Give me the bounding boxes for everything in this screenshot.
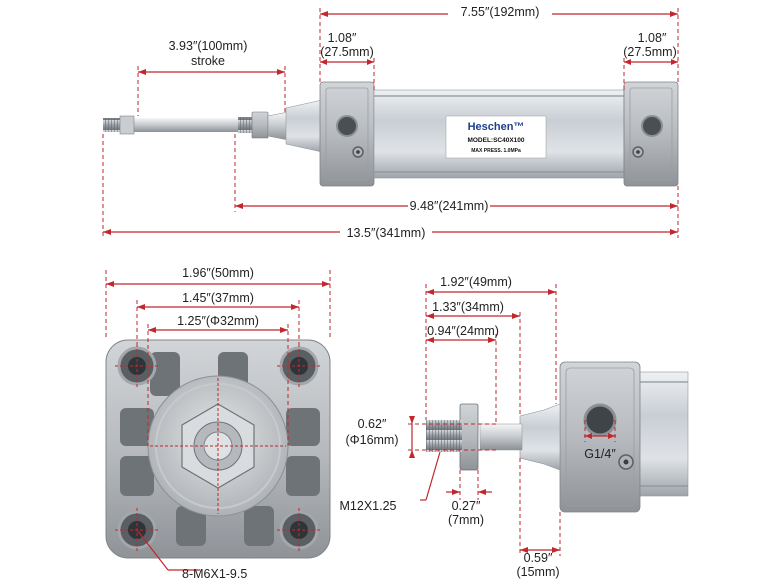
rod-end-collar xyxy=(119,115,135,135)
model-number: MODEL:SC40X100 xyxy=(467,137,524,144)
dim-outer-width: 1.96″(50mm) xyxy=(182,266,254,280)
dim-nut-width-mm: (7mm) xyxy=(448,513,484,527)
top-view: Heschen™ MODEL:SC40X100 MAX PRESS. 1.0MP… xyxy=(102,4,679,240)
dim-left-cap-mm: (27.5mm) xyxy=(320,45,373,59)
dim-stroke-value: 3.93″(100mm) xyxy=(169,39,248,53)
side-rod-gland xyxy=(519,403,561,471)
side-end-cap xyxy=(559,361,641,513)
dim-retracted-length: 9.48″(241mm) xyxy=(410,199,489,213)
dim-boss-length-inch: 0.59″ xyxy=(524,551,553,565)
dim-rod-thread: 0.94″(24mm) xyxy=(427,324,499,338)
dim-rod-total: 1.92″(49mm) xyxy=(440,275,512,289)
rear-port-icon xyxy=(641,115,663,137)
front-view: 1.96″(50mm) 1.45″(37mm) 1.25″(Φ32mm) 8-M… xyxy=(105,265,331,581)
side-view: 1.92″(49mm) 1.33″(34mm) 0.94″(24mm) 0.62… xyxy=(340,275,689,579)
model-label: Heschen™ MODEL:SC40X100 MAX PRESS. 1.0MP… xyxy=(445,115,547,159)
max-pressure: MAX PRESS. 1.0MPa xyxy=(471,148,521,154)
dim-rod-to-nut: 1.33″(34mm) xyxy=(432,300,504,314)
dim-port-thread: G1/4″ xyxy=(584,447,616,461)
side-piston-rod xyxy=(479,423,523,451)
rod-jam-nut xyxy=(251,111,269,139)
dim-nut-width-inch: 0.27″ xyxy=(452,499,481,513)
side-rod-nut xyxy=(459,403,479,471)
brand-name: Heschen™ xyxy=(468,121,525,133)
dim-mounting-holes: 8-M6X1-9.5 xyxy=(182,567,247,581)
rod-gland xyxy=(267,111,289,141)
dim-thread-spec: M12X1.25 xyxy=(340,499,397,513)
dim-left-cap-inch: 1.08″ xyxy=(328,31,357,45)
dim-total-body-length: 7.55″(192mm) xyxy=(461,5,540,19)
dim-rod-diameter-mm: (Φ16mm) xyxy=(345,433,398,447)
dim-stroke-word: stroke xyxy=(191,54,225,68)
dim-right-cap-inch: 1.08″ xyxy=(638,31,667,45)
dim-right-cap-mm: (27.5mm) xyxy=(623,45,676,59)
front-port-icon xyxy=(336,115,358,137)
side-rod-thread xyxy=(426,420,462,452)
dim-extended-length: 13.5″(341mm) xyxy=(347,226,426,240)
dim-boss-length-mm: (15mm) xyxy=(516,565,559,579)
dim-rod-diameter-inch: 0.62″ xyxy=(358,417,387,431)
dim-boss-diameter: 1.25″(Φ32mm) xyxy=(177,314,259,328)
side-port-icon xyxy=(583,403,617,437)
dim-bolt-spacing: 1.45″(37mm) xyxy=(182,291,254,305)
